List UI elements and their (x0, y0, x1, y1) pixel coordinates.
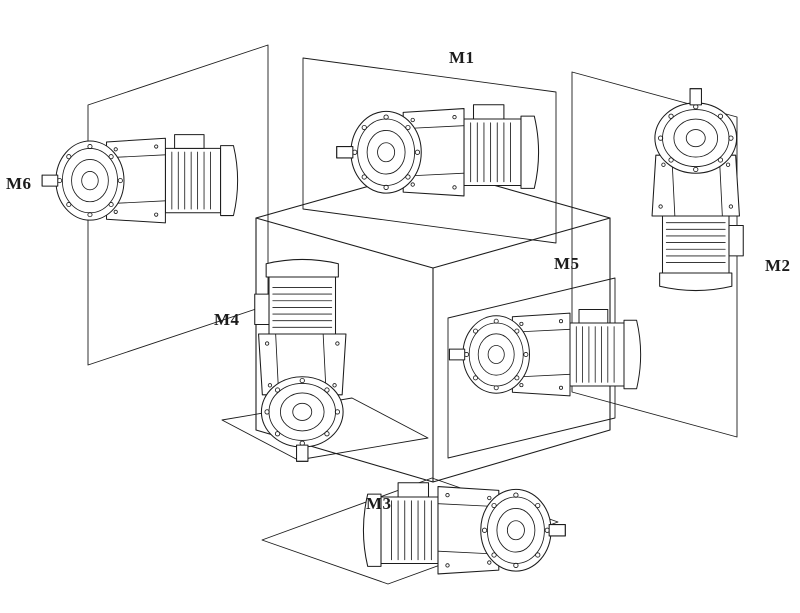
mounting-plane-m2 (571, 71, 738, 438)
gearmotor-m6 (41, 134, 239, 224)
mounting-plane-m5 (447, 277, 616, 459)
mounting-label-m5: M5 (554, 254, 580, 273)
gearmotor-m1 (336, 104, 540, 197)
mounting-label-m4: M4 (214, 310, 240, 329)
mounting-label-m1: M1 (449, 48, 475, 67)
gearmotor-m3 (362, 482, 566, 575)
mounting-plane-m1 (302, 57, 557, 244)
gearmotor-m2 (651, 88, 744, 292)
rear-mounting-planes (87, 44, 738, 438)
mounting-label-m6: M6 (6, 174, 32, 193)
mounting-label-m2: M2 (765, 256, 791, 275)
mounting-label-m3: M3 (366, 494, 392, 513)
gearmotor-m5 (448, 309, 642, 397)
